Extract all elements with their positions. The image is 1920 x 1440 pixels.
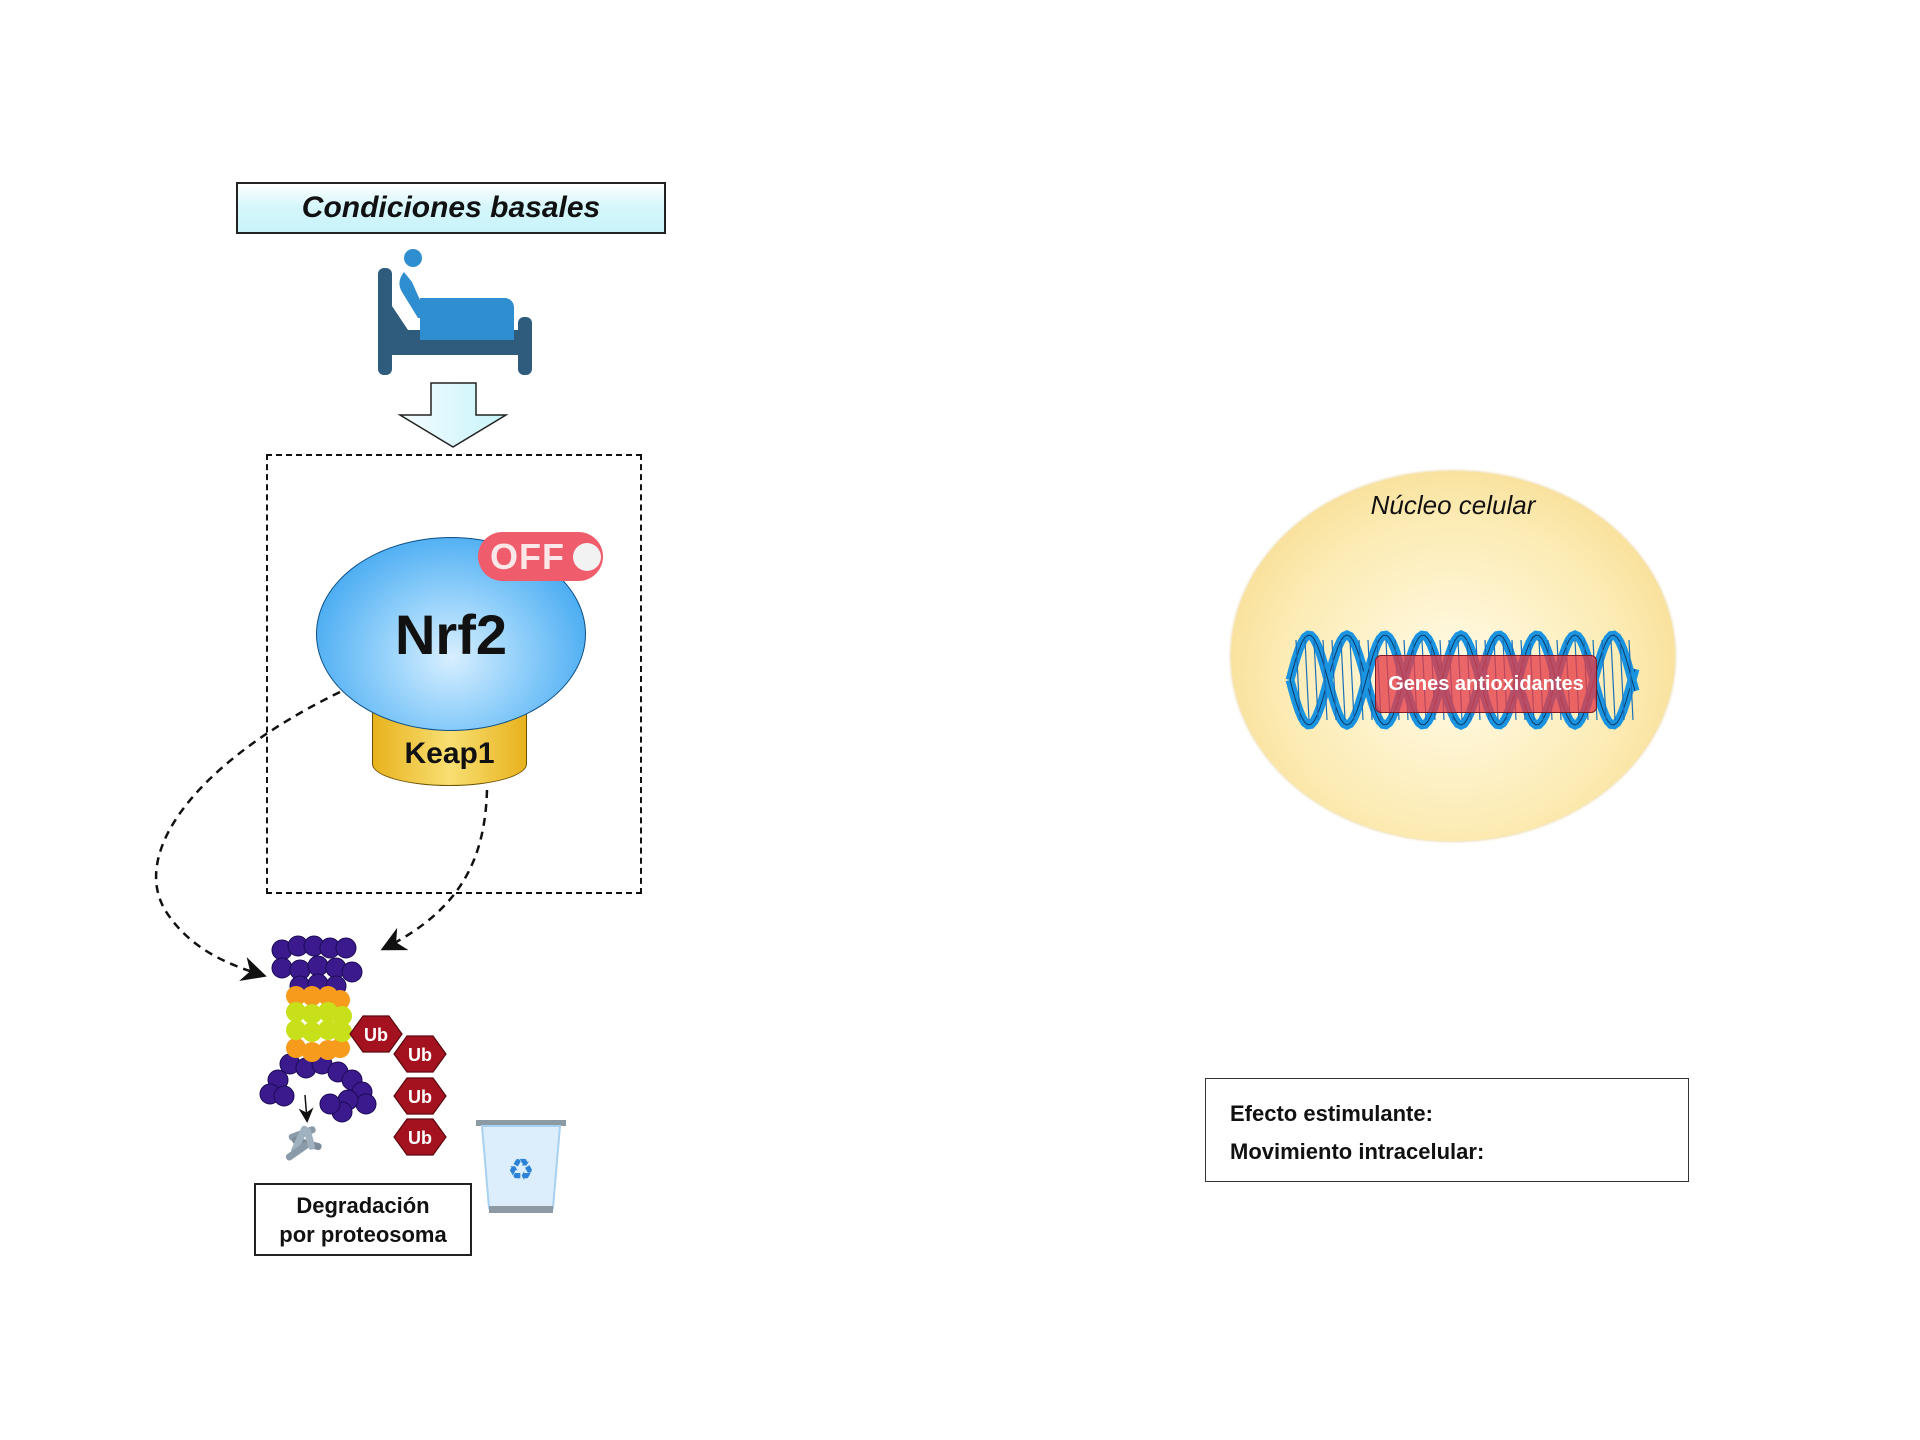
antioxidant-genes-label: Genes antioxidantes [1388, 672, 1584, 695]
ubiquitin-hexagon: Ub [349, 1015, 403, 1053]
dna-base-pair [1628, 639, 1634, 721]
condition-title-box: Condiciones basales [236, 182, 666, 234]
nucleus-label: Núcleo celular [1370, 490, 1536, 520]
degradation-label-box: Degradación por proteosoma [254, 1183, 472, 1256]
proteasome-subunit [286, 986, 306, 1006]
ubiquitin-hexagon: Ub [393, 1035, 447, 1073]
degradation-line-1: Degradación [296, 1192, 430, 1218]
ubiquitin-label: Ub [408, 1087, 432, 1107]
dna-base-pair [1610, 639, 1616, 721]
ubiquitin-label: Ub [364, 1025, 388, 1045]
peptide-fragments-icon [285, 1125, 322, 1161]
dna-base-pair [1367, 639, 1373, 721]
dna-base-pair [1304, 639, 1310, 721]
toggle-knob-icon [572, 542, 601, 571]
condition-title: Condiciones basales [301, 191, 601, 224]
movement-arrow-right [380, 789, 489, 951]
proteasome-subunit [302, 1004, 322, 1024]
keap1-label: Keap1 [404, 737, 495, 770]
svg-text:♻: ♻ [508, 1153, 535, 1188]
proteasome-subunit [286, 1038, 306, 1058]
legend: Efecto estimulante: Movimiento intracelu… [1205, 1078, 1689, 1182]
recycle-bin-icon: ♻ [476, 1120, 566, 1213]
dna-base-pair [1313, 639, 1319, 721]
dna-base-pair [1619, 639, 1625, 721]
legend-label-stimulating: Efecto estimulante: [1230, 1101, 1433, 1126]
proteasome-subunit [273, 1085, 295, 1107]
dna-strand-outline [1289, 634, 1636, 726]
proteasome-icon [259, 935, 377, 1123]
nrf2-protein: Nrf2 [316, 537, 586, 731]
dna-strand-outline [1289, 634, 1636, 726]
dna-base-pair [1349, 639, 1355, 721]
legend-label-movement: Movimiento intracelular: [1230, 1139, 1485, 1164]
proteasome-subunit [319, 1093, 341, 1115]
dna-base-pair [1295, 639, 1301, 721]
ubiquitin-label: Ub [408, 1128, 432, 1148]
dna-base-pair [1358, 639, 1364, 721]
down-arrow-icon [397, 382, 509, 448]
nrf2-keap1-complex-box [266, 454, 642, 894]
proteasome-subunit [286, 1020, 306, 1040]
degradation-line-2: por proteosoma [279, 1221, 447, 1247]
movement-arrow-left [154, 690, 341, 981]
proteasome-subunit [332, 1022, 352, 1042]
dna-base-pair [1601, 639, 1607, 721]
proteasome-subunit [302, 986, 322, 1006]
fragment-arrow [298, 1094, 314, 1123]
proteasome-subunit [335, 937, 357, 959]
proteasome-subunit [330, 1038, 350, 1058]
ubiquitin-label: Ub [408, 1045, 432, 1065]
antioxidant-genes-box: Genes antioxidantes [1375, 655, 1597, 713]
proteasome-subunit [302, 1022, 322, 1042]
ubiquitin-hexagon: Ub [393, 1077, 447, 1115]
proteasome-subunit [332, 1006, 352, 1026]
dna-base-pair [1322, 639, 1328, 721]
dna-base-pair [1331, 639, 1337, 721]
person-in-bed-icon [378, 249, 532, 375]
ubiquitin-hexagon: Ub [393, 1118, 447, 1156]
proteasome-subunit [286, 1002, 306, 1022]
dna-base-pair [1340, 639, 1346, 721]
off-status-badge: OFF [478, 532, 603, 581]
proteasome-subunit [302, 1042, 322, 1062]
proteasome-subunit [341, 961, 363, 983]
off-status-text: OFF [490, 535, 565, 577]
nrf2-label: Nrf2 [394, 602, 508, 666]
